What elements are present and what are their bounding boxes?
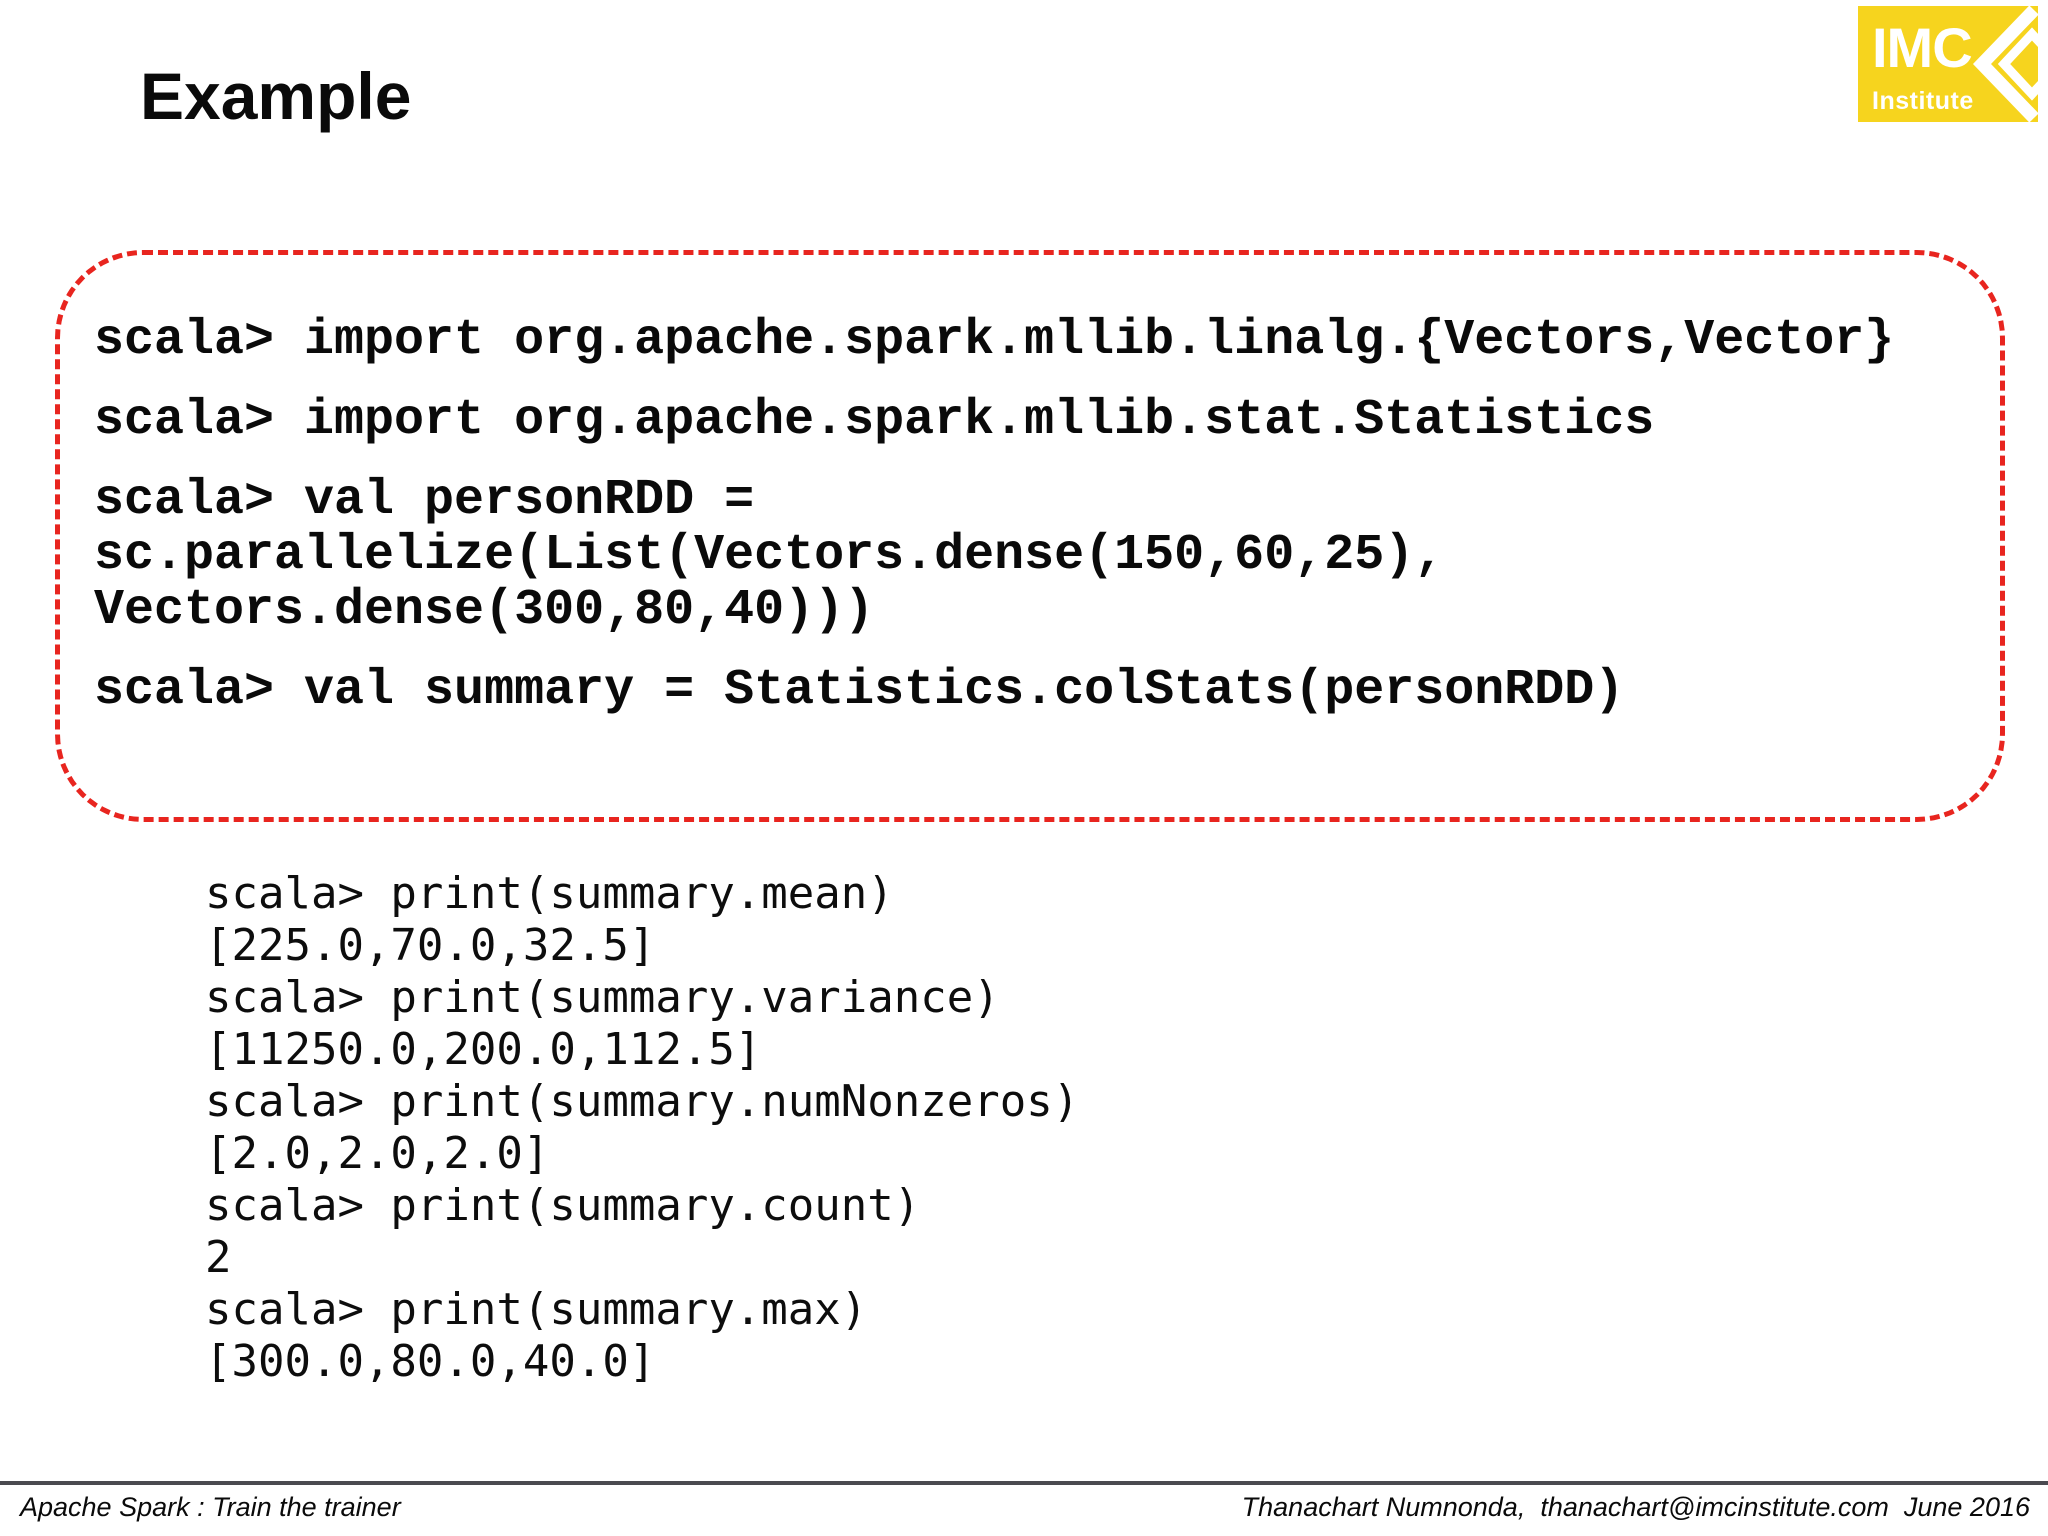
terminal-line: [300.0,80.0,40.0] (205, 1336, 656, 1387)
code-line: scala> val personRDD = sc.parallelize(Li… (94, 472, 1445, 639)
terminal-line: scala> print(summary.max) (205, 1284, 868, 1335)
footer-left-text: Apache Spark : Train the trainer (20, 1492, 401, 1522)
left-chevron-icon (1972, 6, 2038, 122)
terminal-output: scala> print(summary.mean) [225.0,70.0,3… (205, 868, 1079, 1388)
footer-divider (0, 1481, 2048, 1485)
footer: Apache Spark : Train the trainer Thanach… (0, 1492, 2048, 1523)
footer-right-text: Thanachart Numnonda, thanachart@imcinsti… (1241, 1492, 2030, 1522)
terminal-line: [11250.0,200.0,112.5] (205, 1024, 762, 1075)
scala-code-box: scala> import org.apache.spark.mllib.lin… (55, 250, 2005, 822)
terminal-line: scala> print(summary.mean) (205, 868, 894, 919)
page-title: Example (140, 59, 412, 133)
terminal-line: scala> print(summary.numNonzeros) (205, 1076, 1080, 1127)
logo-imc-text: IMC (1872, 16, 1973, 79)
code-line: scala> import org.apache.spark.mllib.lin… (94, 312, 1895, 369)
code-line: scala> val summary = Statistics.colStats… (94, 662, 1625, 719)
terminal-line: [225.0,70.0,32.5] (205, 920, 656, 971)
terminal-line: [2.0,2.0,2.0] (205, 1128, 550, 1179)
terminal-line: scala> print(summary.count) (205, 1180, 921, 1231)
terminal-line: 2 (205, 1232, 232, 1283)
imc-institute-logo: IMC Institute (1858, 6, 2038, 122)
logo-institute-text: Institute (1872, 87, 1974, 115)
code-line: scala> import org.apache.spark.mllib.sta… (94, 392, 1655, 449)
terminal-line: scala> print(summary.variance) (205, 972, 1000, 1023)
